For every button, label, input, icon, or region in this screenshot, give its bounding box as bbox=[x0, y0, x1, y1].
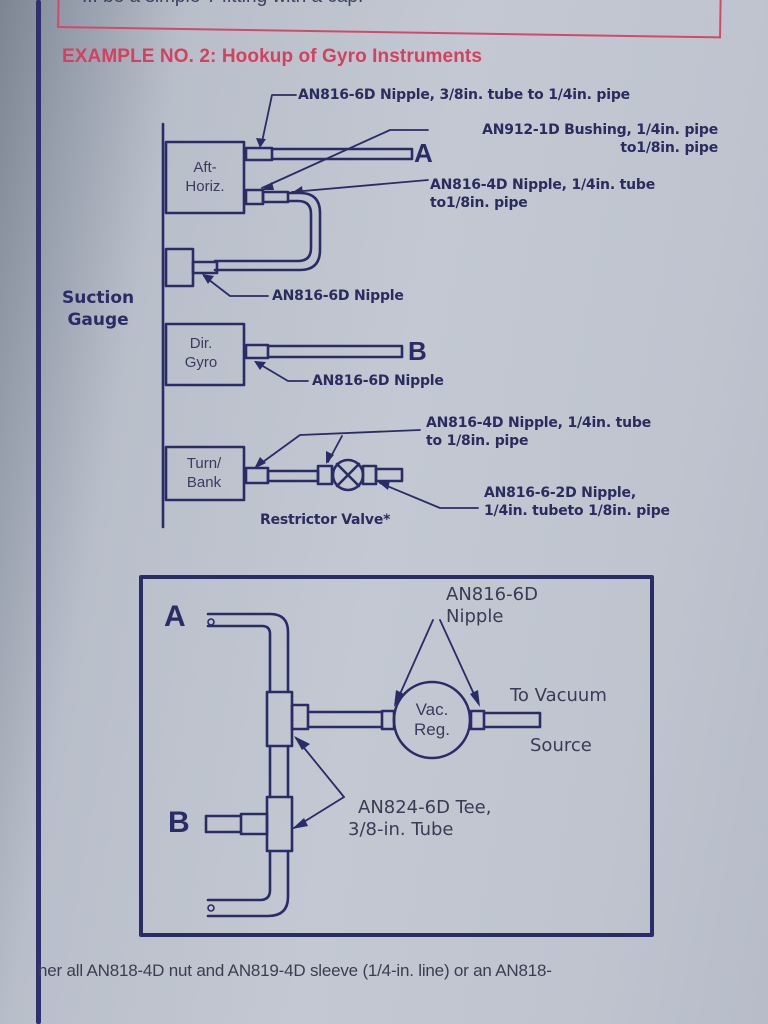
dir-gyro-label-line2: Gyro bbox=[184, 354, 218, 371]
callout-an816-4d-upper-line2: to1/8in. pipe bbox=[430, 195, 528, 211]
restrictor-valve-label: Restrictor Valve* bbox=[260, 512, 391, 528]
example-heading: EXAMPLE NO. 2: Hookup of Gyro Instrument… bbox=[62, 46, 483, 67]
arrow-head bbox=[256, 138, 266, 148]
reg-inlet-nipple bbox=[380, 709, 396, 731]
body-text-line: her all AN818-4D nut and AN819-4D sleeve… bbox=[38, 961, 552, 980]
aft-horiz-label-line1: Aft- bbox=[193, 159, 217, 176]
arrow-head bbox=[202, 274, 214, 284]
aft-horiz-lower-nipple bbox=[261, 190, 290, 204]
turn-bank-box bbox=[164, 445, 246, 502]
tee-label: AN824-6D Tee, 3/8-in. Tube bbox=[348, 797, 491, 841]
aft-horiz-bushing bbox=[244, 188, 265, 206]
valve-outlet-fitting bbox=[361, 464, 378, 486]
tee-label-line2: 3/8-in. Tube bbox=[348, 819, 454, 840]
callout-an816-6d-dirgyro: AN816-6D Nipple bbox=[312, 373, 444, 389]
tube-to-b bbox=[266, 344, 404, 359]
dir-gyro-label-line1: Dir. bbox=[189, 335, 213, 352]
vacuum-regulator-label-line2: Reg. bbox=[414, 720, 450, 739]
turn-bank-label: Turn/ Bank bbox=[166, 454, 242, 492]
pipe-to-vacuum bbox=[482, 711, 542, 729]
nipple-label: AN816-6D Nipple bbox=[446, 584, 538, 628]
arrow-head bbox=[262, 182, 274, 190]
pipe-from-a bbox=[206, 612, 290, 694]
arrow-head bbox=[294, 736, 310, 750]
dir-gyro-label: Dir. Gyro bbox=[166, 334, 236, 372]
upper-tee bbox=[265, 690, 294, 748]
suction-gauge-label-line2: Gauge bbox=[67, 310, 129, 330]
arrow-head bbox=[394, 690, 404, 707]
callout-an816-6-2d-line1: AN816-6-2D Nipple, bbox=[484, 485, 636, 501]
callout-an912-1d-line2: to1/8in. pipe bbox=[620, 140, 718, 156]
endpoint-b-upper: B bbox=[408, 336, 427, 366]
pipe-from-b bbox=[204, 814, 243, 834]
callout-an816-4d-upper-line1: AN816-4D Nipple, 1/4in. tube bbox=[430, 177, 655, 193]
endpoint-a-upper: A bbox=[414, 138, 433, 168]
callout-an816-4d-turnbank-line2: to 1/8in. pipe bbox=[426, 433, 529, 449]
suction-gauge-nipple bbox=[191, 260, 219, 275]
endpoint-b-lower: B bbox=[168, 806, 190, 839]
callout-an912-1d: AN912-1D Bushing, 1/4in. pipe to1/8in. p… bbox=[432, 121, 718, 157]
valve-inlet-fitting bbox=[316, 464, 334, 486]
tee-label-line1: AN824-6D Tee, bbox=[358, 797, 492, 818]
lower-diagram-frame bbox=[139, 575, 654, 937]
callout-an816-6-2d: AN816-6-2D Nipple, 1/4in. tubeto 1/8in. … bbox=[484, 484, 670, 520]
arrow-head bbox=[254, 457, 266, 469]
endpoint-a-lower: A bbox=[164, 600, 186, 633]
tube-to-a bbox=[270, 147, 414, 161]
dir-gyro-box bbox=[164, 322, 246, 387]
callout-an816-6-2d-line2: 1/4in. tubeto 1/8in. pipe bbox=[484, 503, 670, 519]
reg-outlet-nipple bbox=[469, 709, 486, 731]
vacuum-regulator-label-line1: Vac. bbox=[415, 700, 449, 719]
dir-gyro-nipple bbox=[244, 343, 270, 360]
callout-an816-6d-gauge: AN816-6D Nipple bbox=[272, 288, 404, 304]
arrow-head bbox=[292, 818, 308, 829]
arrow-head bbox=[378, 480, 390, 490]
arrow-head bbox=[326, 451, 334, 464]
callout-an816-4d-turnbank: AN816-4D Nipple, 1/4in. tube to 1/8in. p… bbox=[426, 414, 651, 450]
turn-bank-label-line2: Bank bbox=[186, 474, 222, 491]
nipple-label-line1: AN816-6D bbox=[446, 584, 538, 605]
curved-tube bbox=[213, 191, 322, 272]
nipple-label-line2: Nipple bbox=[446, 606, 504, 627]
page-binding-edge bbox=[36, 0, 41, 1024]
callout-an912-1d-line1: AN912-1D Bushing, 1/4in. pipe bbox=[482, 122, 718, 138]
suction-gauge-label: Suction Gauge bbox=[62, 287, 134, 331]
suction-gauge-label-line1: Suction bbox=[62, 288, 135, 308]
callout-an816-6d-top: AN816-6D Nipple, 3/8in. tube to 1/4in. p… bbox=[298, 87, 630, 103]
callout-an816-4d-upper: AN816-4D Nipple, 1/4in. tube to1/8in. pi… bbox=[430, 176, 655, 212]
source-label: Source bbox=[530, 735, 592, 756]
aft-horiz-label-line2: Horiz. bbox=[185, 178, 225, 195]
previous-example-text: ... be a simple T fitting with a cap. bbox=[82, 0, 363, 8]
arrow-head bbox=[470, 690, 480, 707]
vacuum-regulator-label: Vac. Reg. bbox=[404, 700, 460, 740]
arrow-head bbox=[290, 186, 303, 194]
callout-an816-4d-turnbank-line1: AN816-4D Nipple, 1/4in. tube bbox=[426, 415, 651, 431]
to-vacuum-label: To Vacuum bbox=[510, 685, 607, 706]
lower-tee bbox=[265, 795, 294, 853]
aft-horiz-label: Aft- Horiz. bbox=[166, 158, 244, 196]
aft-horiz-box bbox=[164, 140, 246, 215]
turn-bank-label-line1: Turn/ bbox=[186, 455, 222, 472]
suction-gauge-box bbox=[164, 247, 195, 288]
tb-tube bbox=[266, 469, 320, 483]
valve-outlet-nipple bbox=[374, 467, 404, 483]
aft-horiz-top-nipple bbox=[244, 146, 274, 162]
turn-bank-nipple bbox=[244, 466, 270, 485]
arrow-head bbox=[254, 361, 266, 370]
